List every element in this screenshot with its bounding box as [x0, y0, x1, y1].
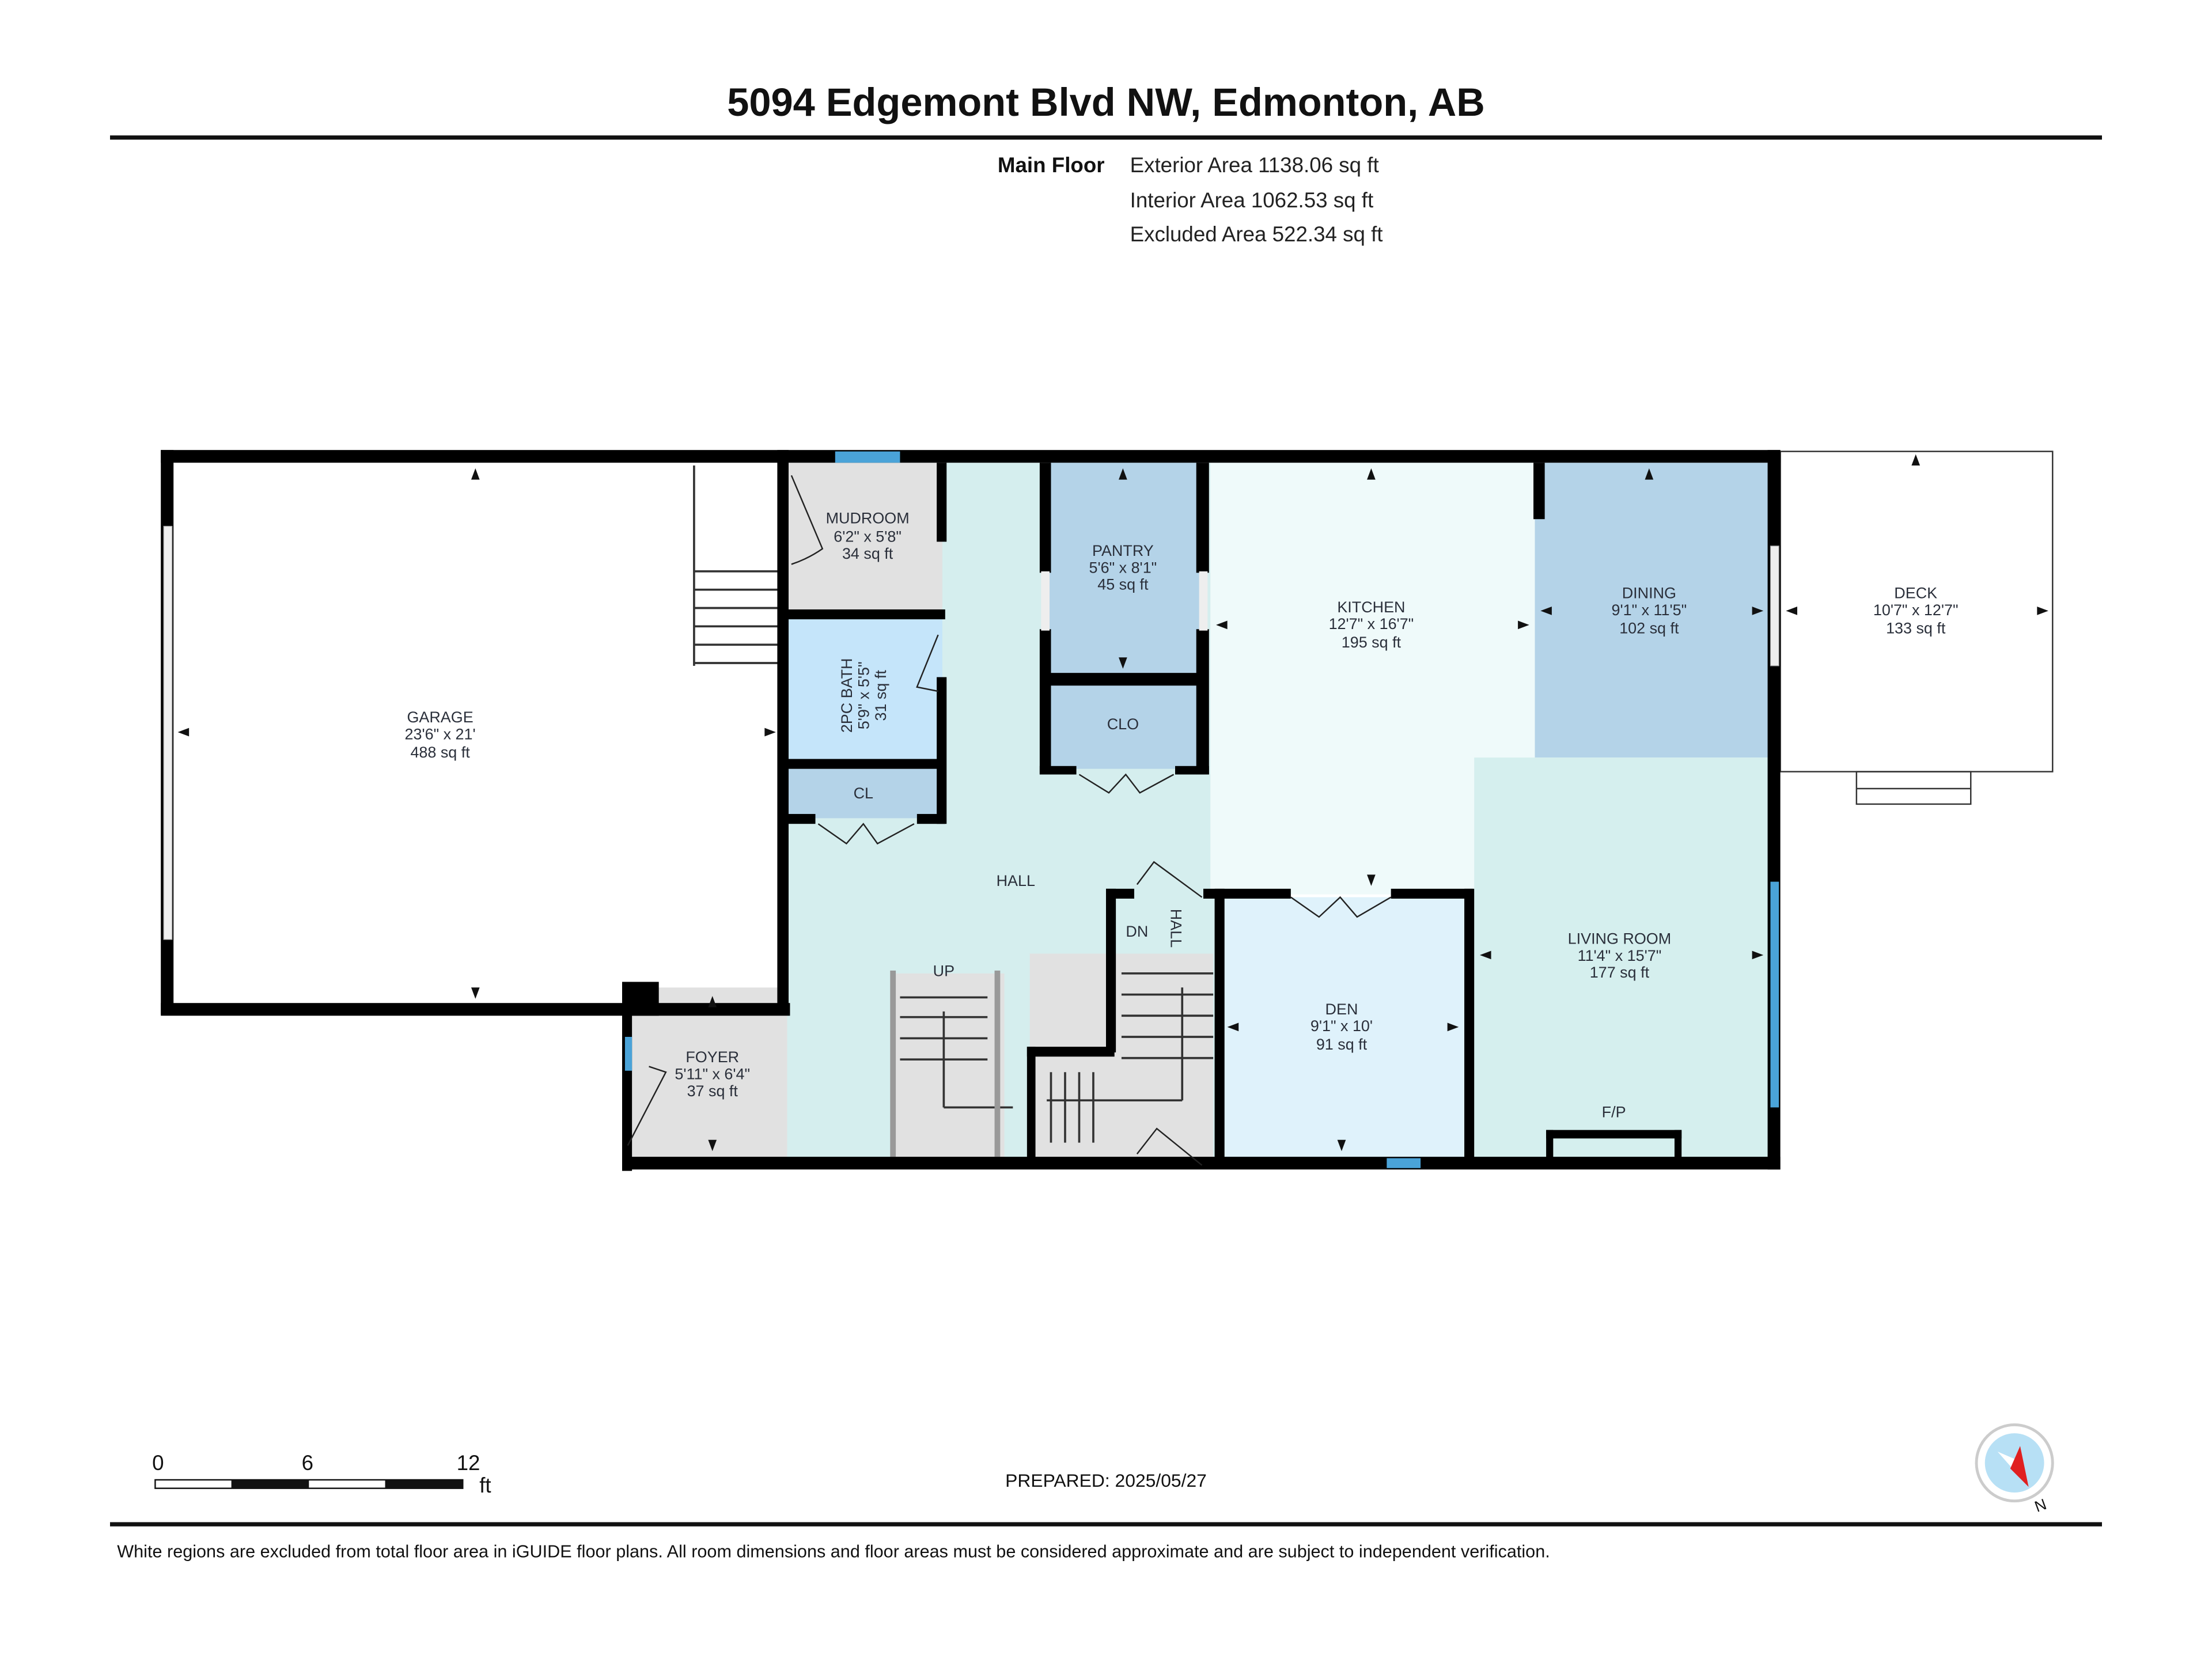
stair-up-fill — [891, 973, 1005, 1160]
svg-text:31 sq ft: 31 sq ft — [872, 670, 889, 721]
living-fill — [1474, 757, 1770, 1160]
svg-text:DINING: DINING — [1622, 584, 1676, 601]
floor-label: Main Floor — [998, 153, 1105, 177]
dimension-arrows — [177, 454, 2048, 1152]
room-hall: HALL — [997, 872, 1035, 889]
label-up: UP — [933, 963, 955, 980]
exterior-area: Exterior Area 1138.06 sq ft — [1130, 153, 1379, 177]
room-deck: DECK 10'7" x 12'7" 133 sq ft — [1873, 584, 1959, 637]
svg-text:9'1" x 10': 9'1" x 10' — [1310, 1017, 1373, 1035]
svg-text:11'4" x 15'7": 11'4" x 15'7" — [1578, 947, 1662, 964]
cl-fill — [787, 768, 942, 819]
disclaimer: White regions are excluded from total fl… — [117, 1542, 1550, 1562]
svg-text:DEN: DEN — [1325, 1001, 1358, 1018]
room-pantry: PANTRY 5'6" x 8'1" 45 sq ft — [1089, 542, 1157, 593]
svg-text:DECK: DECK — [1894, 584, 1937, 601]
pantry-fill — [1047, 463, 1202, 675]
room-garage: GARAGE 23'6" x 21' 488 sq ft — [405, 709, 476, 761]
clo-fill — [1047, 683, 1202, 769]
walls — [161, 450, 1781, 1171]
prepared-date: PREPARED: 2025/05/27 — [1005, 1470, 1207, 1491]
svg-text:195 sq ft: 195 sq ft — [1342, 634, 1402, 651]
room-cl: CL — [854, 785, 873, 802]
room-foyer: FOYER 5'11" x 6'4" 37 sq ft — [675, 1048, 750, 1100]
svg-text:91 sq ft: 91 sq ft — [1316, 1036, 1368, 1053]
room-living: LIVING ROOM 11'4" x 15'7" 177 sq ft — [1568, 930, 1672, 981]
svg-text:MUDROOM: MUDROOM — [826, 510, 910, 527]
svg-text:PANTRY: PANTRY — [1092, 542, 1154, 559]
room-2pc-bath: 2PC BATH 5'9" x 5'5" 31 sq ft — [838, 658, 889, 733]
svg-text:102 sq ft: 102 sq ft — [1619, 620, 1679, 637]
room-kitchen: KITCHEN 12'7" x 16'7" 195 sq ft — [1329, 599, 1414, 651]
svg-text:5'11" x 6'4": 5'11" x 6'4" — [675, 1065, 750, 1082]
svg-text:12'7" x 16'7": 12'7" x 16'7" — [1329, 615, 1414, 632]
svg-text:9'1" x 11'5": 9'1" x 11'5" — [1612, 601, 1687, 619]
svg-text:133 sq ft: 133 sq ft — [1886, 620, 1946, 637]
svg-text:12: 12 — [457, 1451, 480, 1475]
label-dn: DN — [1126, 923, 1148, 940]
svg-text:10'7" x 12'7": 10'7" x 12'7" — [1873, 601, 1959, 619]
svg-text:GARAGE: GARAGE — [407, 709, 473, 726]
dining-fill — [1535, 463, 1770, 758]
svg-text:N: N — [2032, 1495, 2049, 1516]
svg-text:5'6" x 8'1": 5'6" x 8'1" — [1089, 559, 1157, 576]
svg-text:5'9" x 5'5": 5'9" x 5'5" — [855, 661, 873, 729]
svg-text:34 sq ft: 34 sq ft — [842, 545, 893, 562]
room-hall-small: HALL — [1168, 909, 1185, 948]
svg-text:23'6" x 21': 23'6" x 21' — [405, 725, 476, 743]
header-rule — [110, 135, 2102, 140]
svg-text:6'2" x 5'8": 6'2" x 5'8" — [834, 528, 902, 545]
footer-rule — [110, 1522, 2102, 1527]
page-title: 5094 Edgemont Blvd NW, Edmonton, AB — [727, 80, 1484, 124]
room-mudroom: MUDROOM 6'2" x 5'8" 34 sq ft — [826, 510, 910, 562]
svg-text:6: 6 — [302, 1451, 313, 1475]
room-den: DEN 9'1" x 10' 91 sq ft — [1310, 1001, 1373, 1053]
fireplace-label: F/P — [1602, 1104, 1626, 1121]
foyer-fill — [627, 987, 787, 1160]
scale-bar: 0 6 12 ft — [152, 1451, 491, 1497]
doors — [627, 475, 1392, 1166]
svg-text:37 sq ft: 37 sq ft — [687, 1082, 738, 1100]
bath-fill — [787, 618, 942, 762]
room-dining: DINING 9'1" x 11'5" 102 sq ft — [1612, 584, 1687, 637]
windows — [163, 451, 1779, 1168]
interior-area: Interior Area 1062.53 sq ft — [1130, 188, 1374, 212]
svg-text:ft: ft — [479, 1474, 491, 1497]
svg-text:177 sq ft: 177 sq ft — [1590, 964, 1650, 981]
compass-icon: N — [1975, 1423, 2054, 1516]
svg-text:LIVING ROOM: LIVING ROOM — [1568, 930, 1672, 947]
excluded-area: Excluded Area 522.34 sq ft — [1130, 222, 1383, 246]
room-fills — [172, 463, 1770, 1160]
den-fill — [1221, 897, 1467, 1160]
mudroom-fill — [787, 463, 942, 612]
svg-text:2PC BATH: 2PC BATH — [838, 658, 855, 733]
stairs — [693, 465, 1214, 1143]
svg-text:FOYER: FOYER — [685, 1048, 739, 1066]
room-clo: CLO — [1107, 715, 1139, 733]
svg-text:45 sq ft: 45 sq ft — [1097, 576, 1149, 593]
svg-text:0: 0 — [152, 1451, 164, 1475]
svg-text:KITCHEN: KITCHEN — [1337, 599, 1405, 616]
svg-text:488 sq ft: 488 sq ft — [410, 744, 470, 761]
